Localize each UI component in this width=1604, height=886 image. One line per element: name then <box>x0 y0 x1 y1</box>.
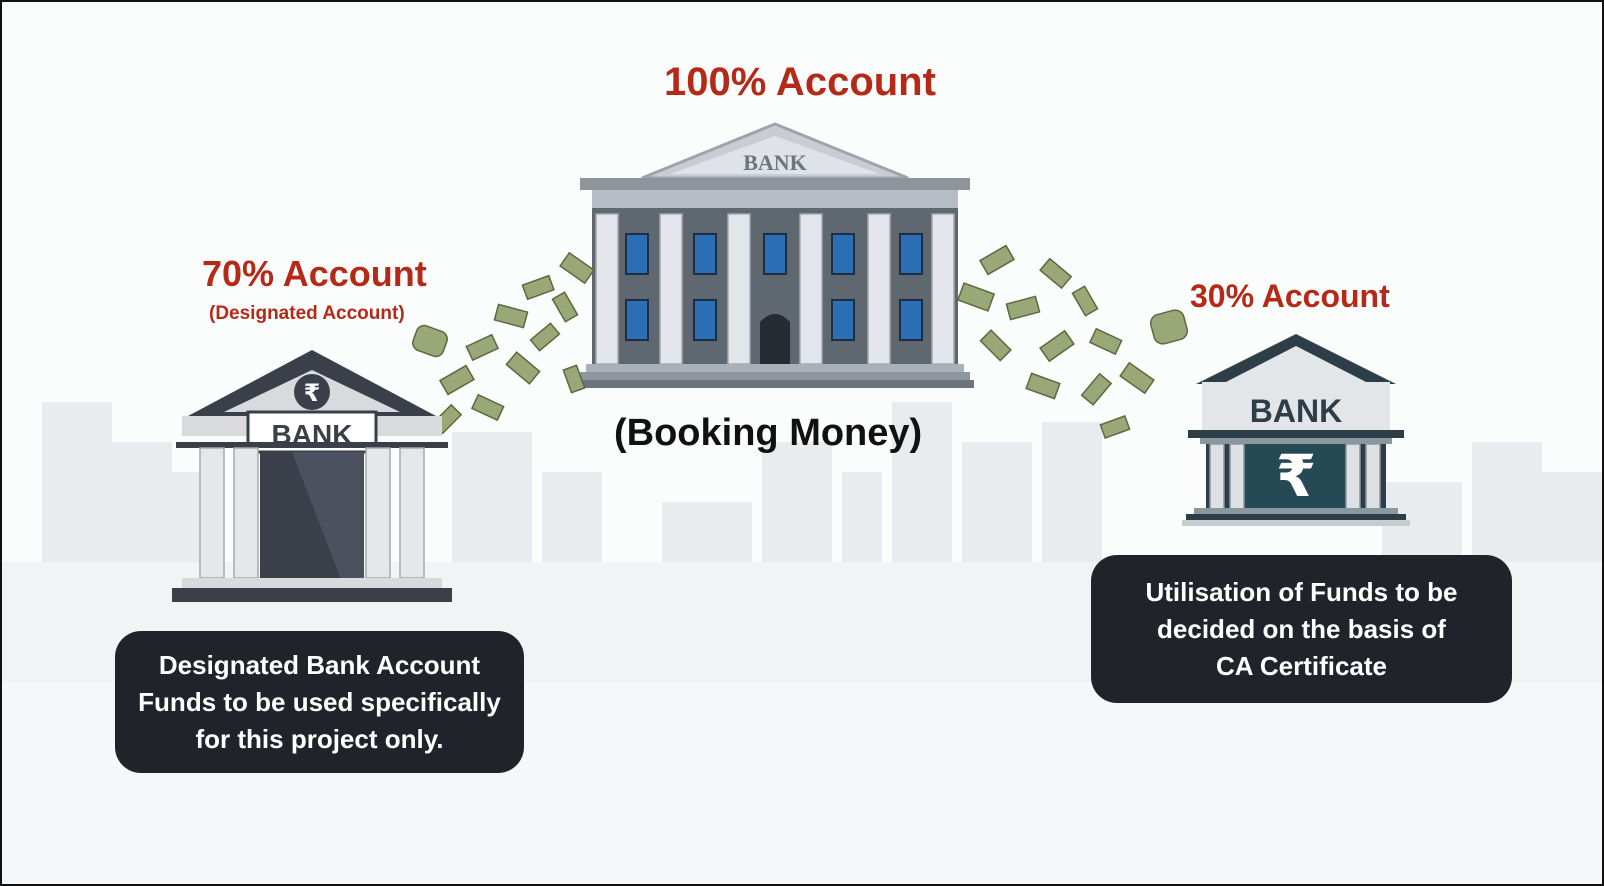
right-bank-building-icon: BANK ₹ <box>1182 334 1410 526</box>
center-bank-building-icon: BANK <box>576 122 974 388</box>
left-banknote-icon-group <box>412 251 595 435</box>
left-description-line: Designated Bank Account <box>158 649 481 680</box>
right-description-line: CA Certificate <box>1216 650 1387 681</box>
left-description-box: Designated Bank Account Funds to be used… <box>115 631 524 773</box>
right-rupee-icon: ₹ <box>1276 442 1316 510</box>
left-account-heading: 70% Account <box>202 253 427 294</box>
left-account-subheading: (Designated Account) <box>209 303 405 324</box>
center-account-heading: 100% Account <box>664 60 936 104</box>
right-description-line: decided on the basis of <box>1157 613 1446 644</box>
left-description-line: Funds to be used specifically <box>138 686 501 717</box>
right-description-line: Utilisation of Funds to be <box>1145 576 1458 607</box>
left-description-line: for this project only. <box>195 723 444 754</box>
right-bank-sign: BANK <box>1250 393 1342 429</box>
right-banknote-icon-group <box>956 244 1189 439</box>
left-bank-building-icon: ₹ BANK <box>172 350 452 602</box>
left-rupee-icon: ₹ <box>304 379 321 407</box>
center-bank-sign: BANK <box>743 150 807 175</box>
right-account-heading: 30% Account <box>1190 278 1390 314</box>
center-caption: (Booking Money) <box>614 412 923 454</box>
right-description-box: Utilisation of Funds to be decided on th… <box>1091 555 1512 703</box>
